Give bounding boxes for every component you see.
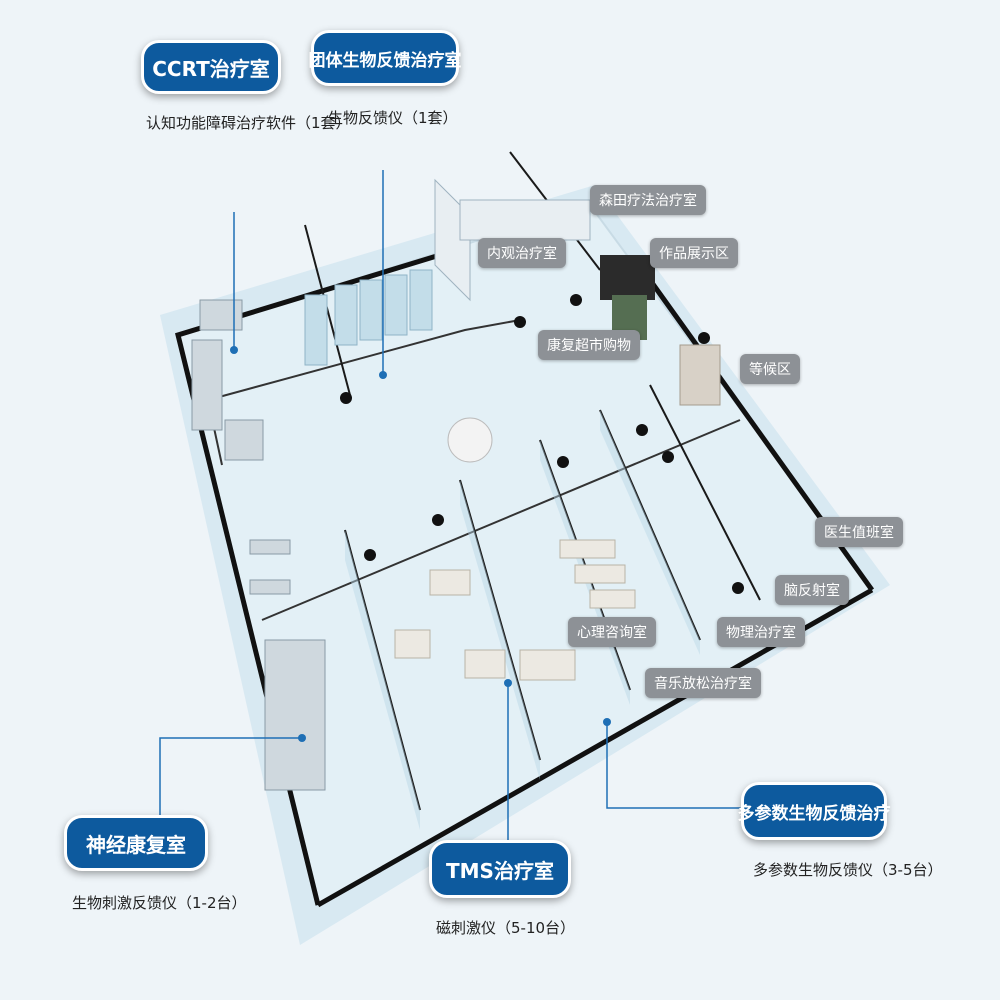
ccrt-room-title: CCRT治疗室 xyxy=(152,56,270,81)
group-biofeedback-subtitle: 生物反馈仪（1套） xyxy=(328,109,458,127)
room-tag-naikan-therapy: 内观治疗室 xyxy=(478,238,566,268)
multi-param-biofeedback-title: 多参数生物反馈治疗 xyxy=(737,803,891,824)
group-biofeedback-title: 团体生物反馈治疗室 xyxy=(308,50,462,71)
ccrt-room-subtitle: 认知功能障碍治疗软件（1套） xyxy=(146,114,351,132)
tms-room-title: TMS治疗室 xyxy=(446,858,554,883)
room-tag-physical-therapy: 物理治疗室 xyxy=(717,617,805,647)
room-tag-artwork-display: 作品展示区 xyxy=(650,238,738,268)
room-tag-waiting-area: 等候区 xyxy=(740,354,800,384)
multi-param-biofeedback-subtitle: 多参数生物反馈仪（3-5台） xyxy=(753,861,943,879)
room-tag-rehab-supermarket: 康复超市购物 xyxy=(538,330,640,360)
neuro-rehab-title: 神经康复室 xyxy=(86,832,186,857)
multi-param-biofeedback-callout: 多参数生物反馈治疗 xyxy=(738,782,891,840)
room-tag-morita-therapy: 森田疗法治疗室 xyxy=(590,185,706,215)
neuro-rehab-subtitle: 生物刺激反馈仪（1-2台） xyxy=(72,894,247,912)
tms-room-subtitle: 磁刺激仪（5-10台） xyxy=(436,919,576,937)
ccrt-room-callout: CCRT治疗室 xyxy=(141,40,281,94)
room-tag-doctor-duty-room: 医生值班室 xyxy=(815,517,903,547)
room-tag-counseling-room: 心理咨询室 xyxy=(568,617,656,647)
room-tag-music-relaxation: 音乐放松治疗室 xyxy=(645,668,761,698)
neuro-rehab-callout: 神经康复室 xyxy=(64,815,208,871)
room-tag-brain-reflex-room: 脑反射室 xyxy=(775,575,849,605)
tms-room-callout: TMS治疗室 xyxy=(429,840,571,898)
group-biofeedback-callout: 团体生物反馈治疗室 xyxy=(308,30,462,86)
